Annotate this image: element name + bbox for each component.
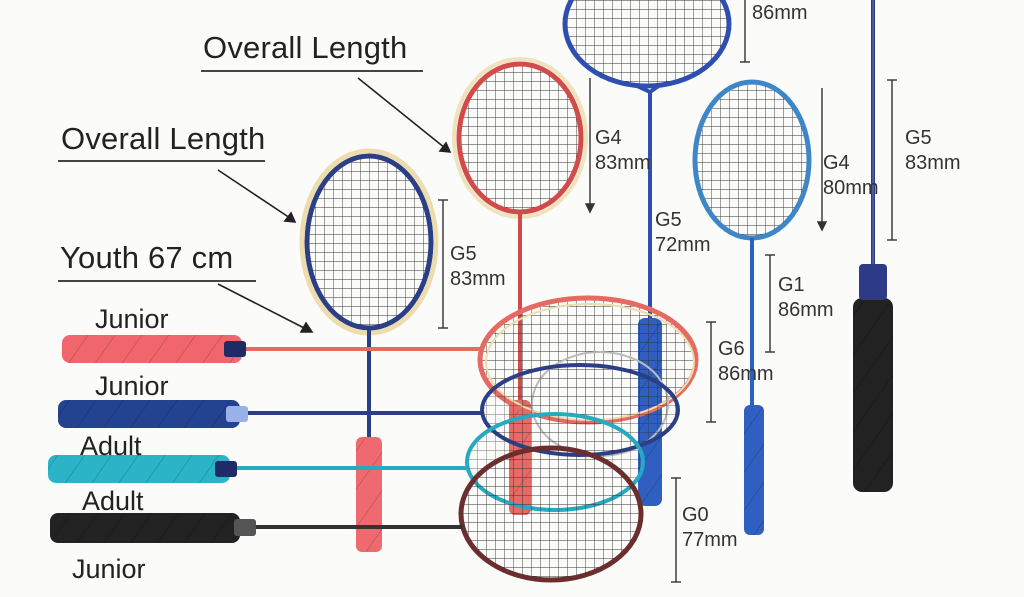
measure-g6-grip: G6 [718, 338, 745, 360]
heading-underline [201, 70, 423, 72]
label-junior-bottom: Junior [72, 554, 146, 584]
label-junior-navy: Junior [95, 371, 169, 401]
measurement-brackets [438, 0, 897, 583]
measure-g6-length: 86mm [718, 363, 774, 385]
measure-sky-grip: G4 [823, 152, 850, 174]
heading-underline [58, 160, 265, 162]
measure-g1-grip: G1 [778, 274, 805, 296]
measure-red-length: 83mm [595, 152, 651, 174]
measure-g0-grip: G0 [682, 504, 709, 526]
racket-vertical-black [853, 0, 893, 492]
heading-youth: Youth 67 cm [60, 240, 234, 275]
heading-underline [58, 280, 256, 282]
label-adult-black: Adult [82, 486, 144, 516]
measure-g1-length: 86mm [778, 299, 834, 321]
measure-sky-length: 80mm [823, 177, 879, 199]
heading-overall-length-lower: Overall Length [61, 121, 266, 156]
measure-black-length: 83mm [905, 152, 961, 174]
measure-navy-grip: G5 [450, 243, 477, 265]
label-adult-teal: Adult [80, 431, 142, 461]
measure-g0-length: 77mm [682, 529, 738, 551]
measure-top-partial: 86mm [752, 2, 808, 24]
label-junior-coral: Junior [95, 304, 169, 334]
measure-red-grip: G4 [595, 127, 622, 149]
measure-blue-grip: G5 [655, 209, 682, 231]
measure-black-grip: G5 [905, 127, 932, 149]
heading-overall-length-upper: Overall Length [203, 30, 408, 65]
leader-arrows [217, 77, 452, 333]
racket-vertical-sky [692, 79, 812, 535]
measure-navy-length: 83mm [450, 268, 506, 290]
racket-vertical-navy [299, 148, 439, 552]
measure-blue-length: 72mm [655, 234, 711, 256]
racket-horizontal-black [50, 445, 644, 583]
